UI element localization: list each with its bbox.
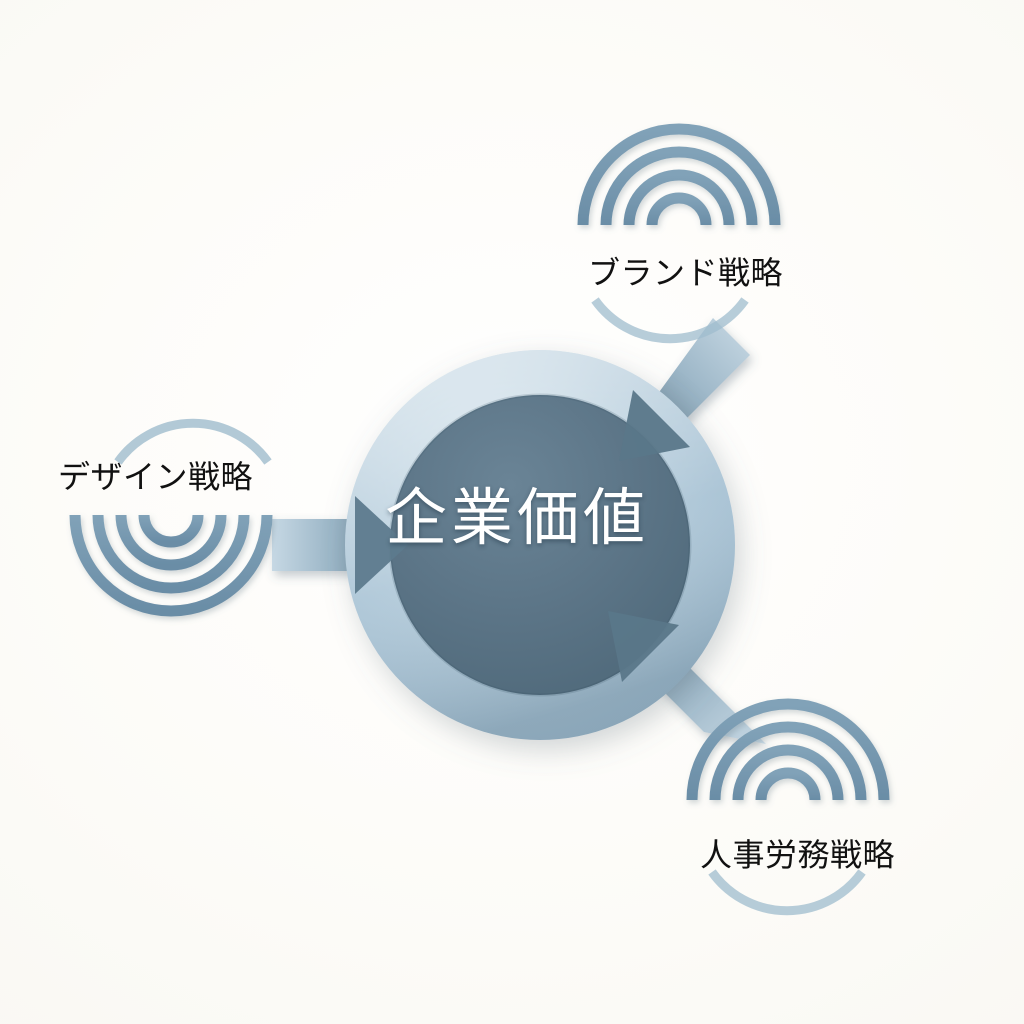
brand-lower-arc <box>591 297 749 344</box>
hr-node[interactable] <box>686 698 890 916</box>
design-node[interactable] <box>69 418 273 617</box>
node-label-design: デザイン戦略 <box>58 458 254 496</box>
node-label-brand: ブランド戦略 <box>588 254 784 292</box>
concentric-arcs-icon-design <box>69 514 273 617</box>
brand-node[interactable] <box>577 123 781 344</box>
node-label-hr: 人事労務戦略 <box>700 836 896 874</box>
concentric-arcs-icon-hr <box>686 698 890 801</box>
design-upper-arc <box>114 418 272 465</box>
arrowhead-overlays <box>355 390 690 682</box>
hr-lower-arc <box>708 869 866 916</box>
concentric-arcs-icon-brand <box>577 123 781 226</box>
